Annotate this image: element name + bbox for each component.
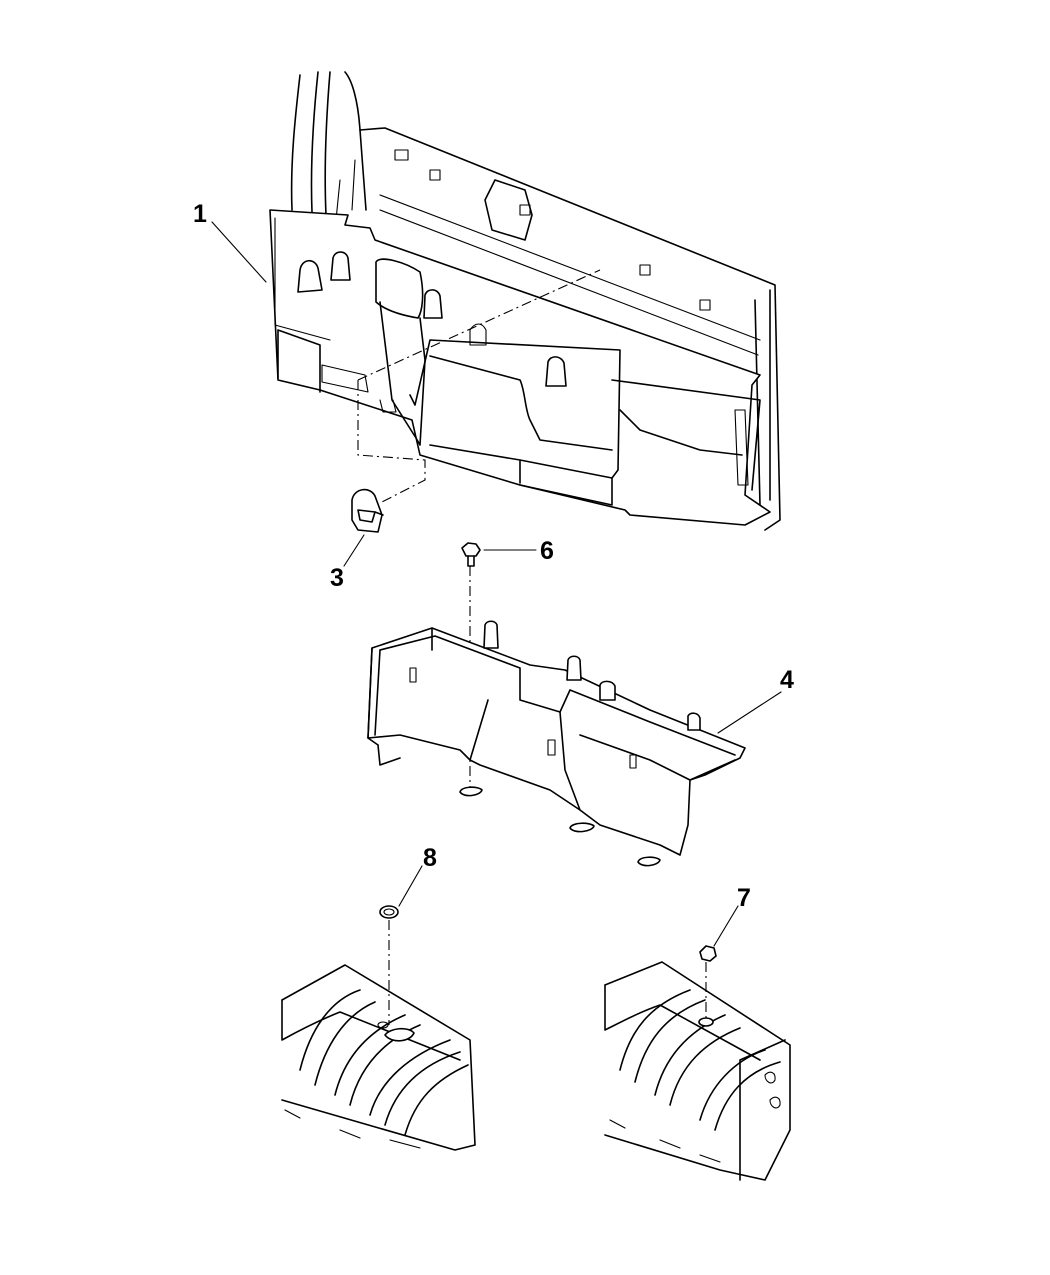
callout-4: 4: [780, 666, 794, 694]
part-3-clip: [351, 488, 384, 533]
callout-1: 1: [193, 200, 207, 228]
floor-pan-right: [604, 961, 791, 1181]
callout-6: 6: [540, 537, 554, 565]
part-8-plug: [379, 905, 399, 919]
part-1-trim-panel: [269, 209, 771, 526]
part-4-storage-tray: [367, 620, 746, 867]
cab-back-wall: [290, 71, 781, 531]
callout-leaders: [211, 221, 782, 947]
part-7-nut: [699, 945, 717, 962]
callout-7: 7: [737, 884, 751, 912]
floor-pan-left: [281, 964, 476, 1151]
callout-3: 3: [330, 564, 344, 592]
callout-8: 8: [423, 844, 437, 872]
part-6-screw: [461, 542, 481, 567]
part-3-install-path: [357, 269, 601, 504]
